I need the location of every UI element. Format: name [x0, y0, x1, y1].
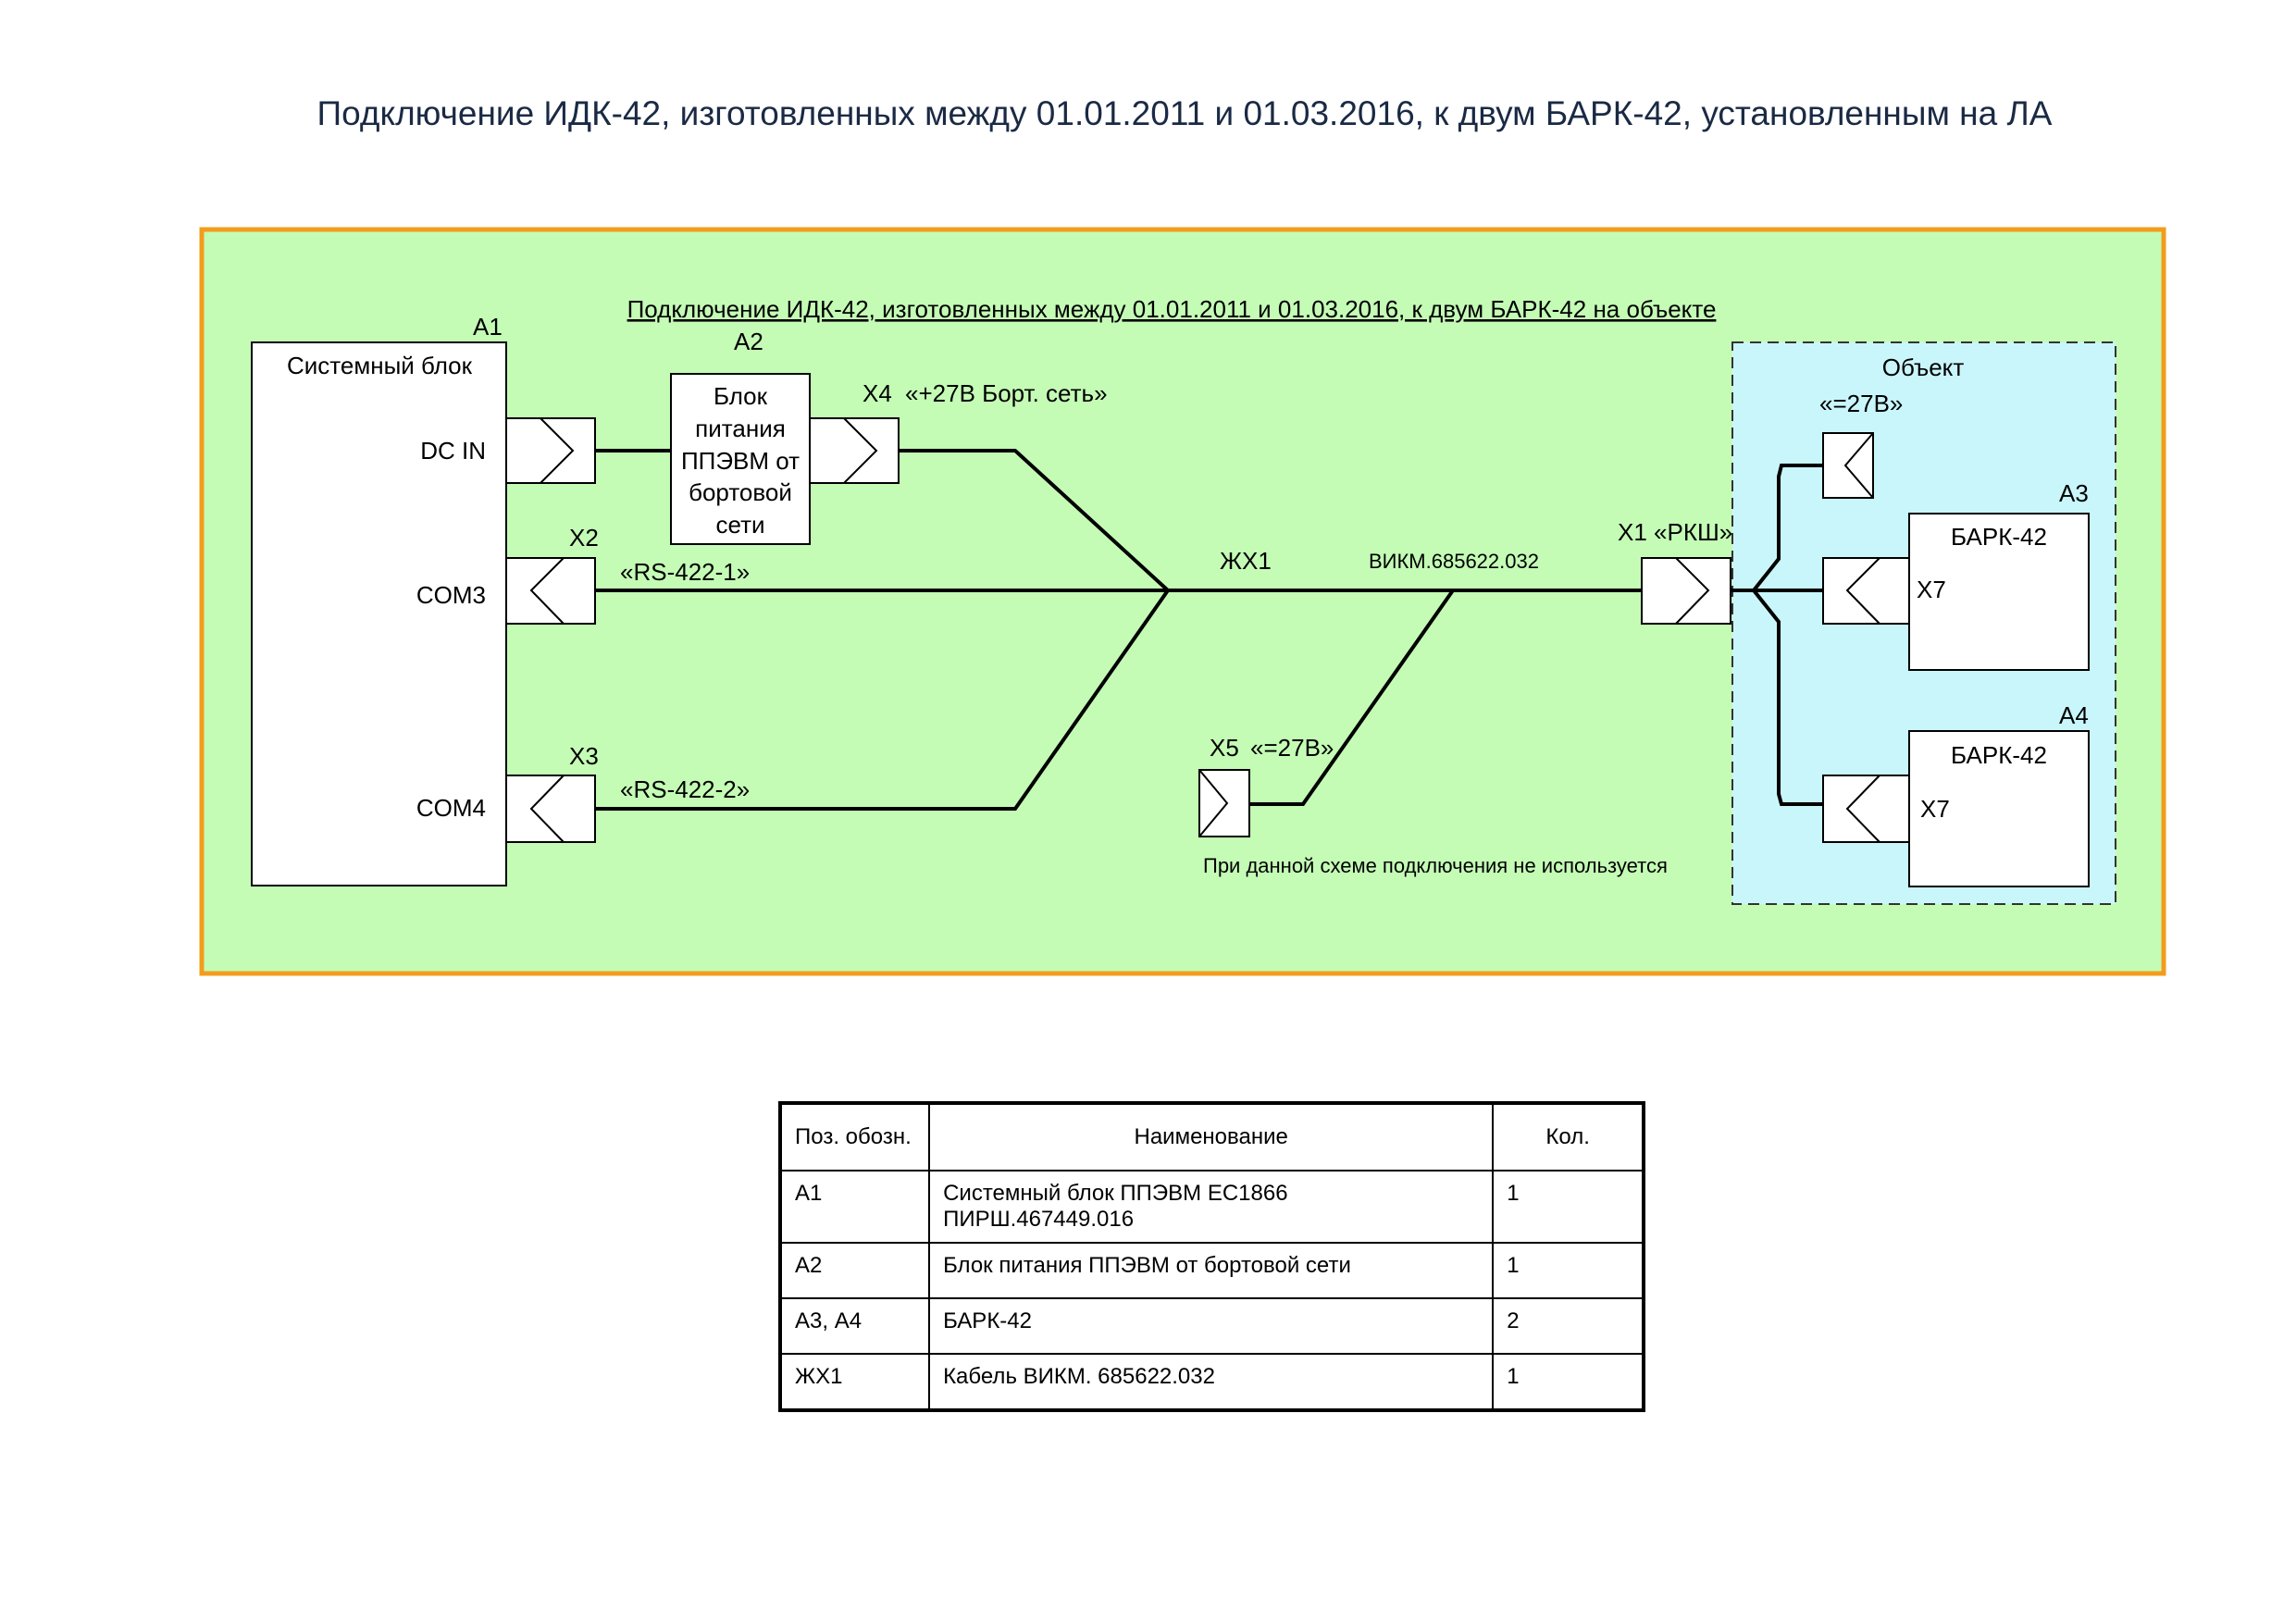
x5-ref: Х5 — [1210, 734, 1239, 762]
header-position: Поз. обозн. — [778, 1102, 931, 1172]
cell-position: ЖХ1 — [778, 1353, 931, 1411]
cell-name: Системный блок ППЭВМ ЕС1866 ПИРШ.467449.… — [928, 1170, 1495, 1244]
x2-ref: Х2 — [569, 524, 599, 552]
x3-ref: Х3 — [569, 742, 599, 770]
cell-position: А3, А4 — [778, 1297, 931, 1355]
cell-quantity: 1 — [1492, 1353, 1644, 1411]
a3-port: Х7 — [1917, 576, 1946, 603]
rs422-2-label: «RS-422-2» — [620, 775, 750, 803]
table-header-row: Поз. обозн. Наименование Кол. — [778, 1102, 1644, 1172]
x4-connector — [809, 417, 900, 484]
cable-ref: ЖХ1 — [1220, 547, 1272, 575]
cell-quantity: 1 — [1492, 1170, 1644, 1244]
a2-line: сети — [715, 511, 764, 539]
cell-position: А2 — [778, 1242, 931, 1299]
x4-ref: Х4 — [863, 379, 892, 407]
a4-x7-connector — [1822, 775, 1910, 843]
cell-quantity: 1 — [1492, 1242, 1644, 1299]
x1-connector — [1641, 557, 1731, 625]
table-row: А2 Блок питания ППЭВМ от бортовой сети 1 — [778, 1242, 1644, 1299]
components-table: Поз. обозн. Наименование Кол. А1 Системн… — [778, 1101, 1645, 1412]
port-label-com4: COM4 — [416, 794, 486, 822]
object-power-connector — [1822, 432, 1874, 499]
header-name: Наименование — [928, 1102, 1495, 1172]
x3-connector — [505, 775, 596, 843]
cell-quantity: 2 — [1492, 1297, 1644, 1355]
table-row: А1 Системный блок ППЭВМ ЕС1866 ПИРШ.4674… — [778, 1170, 1644, 1244]
a2-line: Блок — [714, 382, 768, 410]
table-row: ЖХ1 Кабель ВИКМ. 685622.032 1 — [778, 1353, 1644, 1411]
cable-wires — [595, 449, 1823, 811]
a1-title: Системный блок — [287, 352, 473, 379]
a3-name: БАРК-42 — [1951, 523, 2047, 551]
a2-power-block — [670, 373, 811, 545]
port-label-dc-in: DC IN — [420, 437, 486, 465]
header-quantity: Кол. — [1492, 1102, 1644, 1172]
object-power-label: «=27В» — [1819, 390, 1903, 417]
cell-name-line: Системный блок ППЭВМ ЕС1866 — [943, 1181, 1288, 1206]
cell-name-line: ПИРШ.467449.016 — [943, 1207, 1135, 1232]
a4-bark-block — [1908, 730, 2090, 887]
a3-ref: А3 — [2059, 479, 2089, 507]
a2-line: бортовой — [689, 478, 792, 506]
page-title: Подключение ИДК-42, изготовленных между … — [316, 94, 2053, 132]
a2-line: питания — [695, 415, 786, 442]
cable-code: ВИКМ.685622.032 — [1369, 550, 1539, 573]
x5-label: «=27В» — [1250, 734, 1334, 762]
a1-system-block — [251, 341, 507, 886]
a3-x7-connector — [1822, 557, 1910, 625]
a2-ref: А2 — [734, 328, 763, 355]
x1-ref: Х1 «РКШ» — [1618, 518, 1732, 546]
x5-connector — [1198, 769, 1250, 837]
a1-ref: А1 — [473, 313, 503, 341]
dc-in-connector — [505, 417, 596, 484]
diagram-subtitle: Подключение ИДК-42, изготовленных между … — [627, 295, 1717, 323]
a4-ref: А4 — [2059, 701, 2089, 729]
x5-note: При данной схеме подключения не использу… — [1203, 854, 1668, 877]
object-title: Объект — [1882, 353, 1965, 381]
a4-name: БАРК-42 — [1951, 741, 2047, 769]
rs422-1-label: «RS-422-1» — [620, 558, 750, 586]
cell-name: Блок питания ППЭВМ от бортовой сети — [928, 1242, 1495, 1299]
cell-name: БАРК-42 — [928, 1297, 1495, 1355]
cell-name: Кабель ВИКМ. 685622.032 — [928, 1353, 1495, 1411]
a4-port: Х7 — [1920, 795, 1950, 823]
table-row: А3, А4 БАРК-42 2 — [778, 1297, 1644, 1355]
x2-connector — [505, 557, 596, 625]
x4-label: «+27В Борт. сеть» — [905, 379, 1108, 407]
port-label-com3: COM3 — [416, 581, 486, 609]
cell-position: А1 — [778, 1170, 931, 1244]
a2-line: ППЭВМ от — [681, 447, 800, 475]
